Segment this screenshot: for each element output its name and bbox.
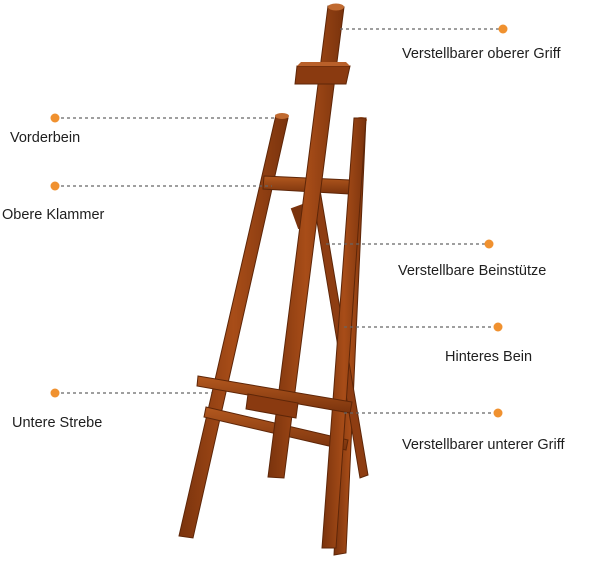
marker-front-leg [50, 113, 60, 123]
label-lower-brace: Untere Strebe [12, 415, 103, 431]
marker-lower-grip [493, 408, 503, 418]
lower-grip [245, 393, 299, 419]
marker-upper-grip [498, 24, 508, 34]
upper-grip [294, 65, 351, 85]
marker-rear-leg [493, 322, 503, 332]
label-upper-clamp: Obere Klammer [2, 207, 105, 223]
label-adjustable-lower-grip: Verstellbarer unterer Griff [402, 437, 565, 453]
marker-upper-clamp [50, 181, 60, 191]
upper-grip-top [297, 62, 350, 66]
marker-leg-support [484, 239, 494, 249]
label-adjustable-leg-support: Verstellbare Beinstütze [398, 263, 547, 279]
mast-top [328, 3, 344, 11]
label-adjustable-upper-grip: Verstellbarer oberer Griff [402, 46, 561, 62]
front-leg-top [275, 113, 289, 119]
label-front-leg: Vorderbein [10, 130, 81, 146]
label-rear-leg: Hinteres Bein [445, 349, 533, 365]
marker-lower-brace [50, 388, 60, 398]
markers [50, 24, 508, 418]
leader-lines [55, 28, 503, 414]
